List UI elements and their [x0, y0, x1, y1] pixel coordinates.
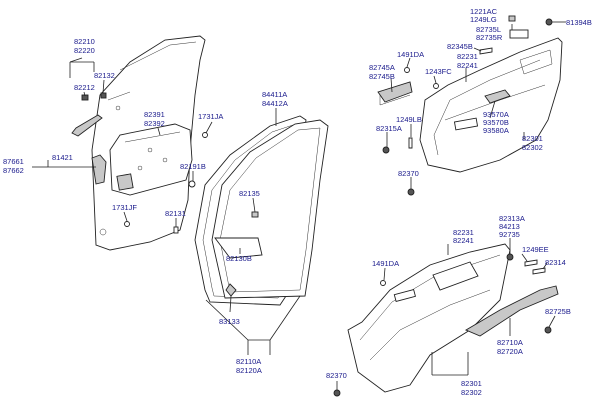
label-84412A: 84412A — [262, 99, 288, 108]
label-84213: 84213 — [499, 222, 520, 231]
label-1249LG: 1249LG — [470, 15, 497, 24]
label-82231-top: 82231 — [457, 52, 478, 61]
clip-82370-bot — [333, 389, 341, 397]
clip-82725B — [544, 326, 552, 334]
label-82110A: 82110A — [236, 357, 261, 366]
mirror-cover-81421 — [91, 154, 107, 185]
door-inner-panel — [109, 123, 193, 196]
label-1491DA-top: 1491DA — [397, 50, 424, 59]
screw-82314 — [532, 267, 546, 275]
label-82315A: 82315A — [376, 124, 402, 133]
small-clip-82132 — [100, 92, 107, 99]
door-trim-panel-upper — [419, 29, 563, 173]
label-82135: 82135 — [239, 189, 260, 198]
label-82735L: 82735L — [476, 25, 501, 34]
leader-lines — [32, 21, 566, 390]
door-trim-panel-lower — [347, 243, 511, 393]
label-82710A: 82710A — [497, 338, 523, 347]
clip-82315A — [382, 146, 390, 154]
label-82191B: 82191B — [180, 162, 206, 171]
outer-belt-strip — [71, 114, 103, 137]
label-82370-top: 82370 — [398, 169, 419, 178]
label-1221AC: 1221AC — [470, 7, 498, 16]
label-82370-bot: 82370 — [326, 371, 347, 380]
label-93570A: 93570A — [483, 110, 509, 119]
label-92735: 92735 — [499, 230, 520, 239]
label-1249EE: 1249EE — [522, 245, 549, 254]
label-82392: 82392 — [144, 119, 165, 128]
label-82120A: 82120A — [236, 366, 262, 375]
screw-1249LB — [408, 137, 413, 149]
label-82241-top: 82241 — [457, 61, 478, 70]
inside-handle-93570 — [484, 89, 511, 104]
label-83133: 83133 — [219, 317, 240, 326]
label-82391: 82391 — [144, 110, 165, 119]
label-82210: 82210 — [74, 37, 95, 46]
clip-82370-top — [407, 188, 415, 196]
label-84411A: 84411A — [262, 90, 287, 99]
label-82212: 82212 — [74, 83, 95, 92]
label-1731JF: 1731JF — [112, 203, 137, 212]
screw-1221AC — [508, 15, 516, 22]
clip-82135 — [251, 211, 259, 218]
label-82725B: 82725B — [545, 307, 571, 316]
label-82301-bot: 82301 — [461, 379, 482, 388]
label-82314: 82314 — [545, 258, 566, 267]
part-labels: 82210 82220 82212 82132 87661 87662 8142… — [3, 7, 592, 397]
label-82745B: 82745B — [369, 72, 395, 81]
fastener-1243FC — [433, 83, 439, 89]
body-weatherstrip — [211, 119, 329, 299]
clip-83133 — [225, 283, 237, 297]
label-82131: 82131 — [165, 209, 186, 218]
label-82313A: 82313A — [499, 214, 525, 223]
label-1243FC: 1243FC — [425, 67, 452, 76]
fastener-1491DA-top — [404, 67, 410, 73]
label-81421: 81421 — [52, 153, 73, 162]
screw-82345B — [479, 47, 493, 55]
label-82220: 82220 — [74, 46, 95, 55]
label-82302-top: 82302 — [522, 143, 543, 152]
clip-82313A — [506, 253, 514, 261]
screw-1249EE — [524, 259, 538, 267]
label-81394B: 81394B — [566, 18, 592, 27]
label-1249LB: 1249LB — [396, 115, 422, 124]
label-87661: 87661 — [3, 157, 24, 166]
label-1491DA-bot: 1491DA — [372, 259, 399, 268]
label-82302-bot: 82302 — [461, 388, 482, 397]
fastener-1491DA-bot — [380, 280, 386, 286]
label-82735R: 82735R — [476, 33, 503, 42]
screw-81394B — [545, 18, 553, 26]
armrest-82710A — [465, 285, 559, 337]
label-82231-bot: 82231 — [453, 228, 474, 237]
label-1731JA: 1731JA — [198, 112, 223, 121]
screw-1731JA — [202, 132, 208, 138]
label-87662: 87662 — [3, 166, 24, 175]
screw-1731JF — [124, 221, 130, 227]
label-82130B: 82130B — [226, 254, 252, 263]
label-93570B: 93570B — [483, 118, 509, 127]
label-82241-bot: 82241 — [453, 236, 474, 245]
label-82132: 82132 — [94, 71, 115, 80]
bracket-82745 — [377, 81, 413, 106]
label-82745A: 82745A — [369, 63, 395, 72]
label-82301-top: 82301 — [522, 134, 543, 143]
label-82720A: 82720A — [497, 347, 523, 356]
label-82345B: 82345B — [447, 42, 473, 51]
lower-seal-82130B — [214, 237, 263, 259]
label-93580A: 93580A — [483, 126, 509, 135]
fastener-82191B — [188, 180, 196, 188]
clip-82131 — [173, 226, 179, 234]
